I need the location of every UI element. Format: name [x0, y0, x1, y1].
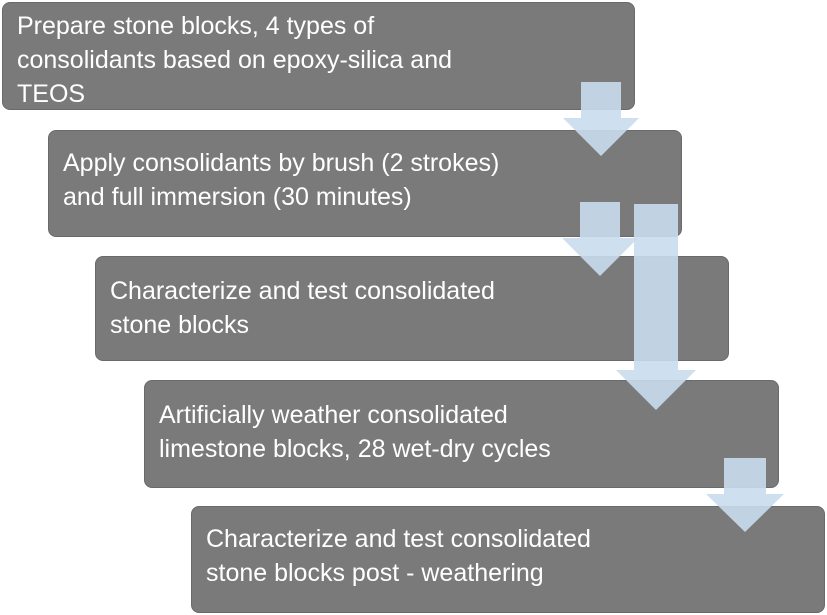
arrow-step4-to-step5	[706, 458, 784, 532]
step-1-box: Prepare stone blocks, 4 types of consoli…	[2, 2, 635, 110]
step-3-box: Characterize and test consolidated stone…	[95, 256, 729, 361]
arrow-step2-to-step4	[616, 204, 696, 410]
arrow-step1-to-step2	[563, 82, 639, 156]
step-5-box: Characterize and test consolidated stone…	[191, 506, 825, 613]
step-2-box: Apply consolidants by brush (2 strokes) …	[48, 130, 682, 237]
step-4-box: Artificially weather consolidated limest…	[144, 380, 779, 488]
arrow-step2-to-step3	[562, 202, 638, 276]
